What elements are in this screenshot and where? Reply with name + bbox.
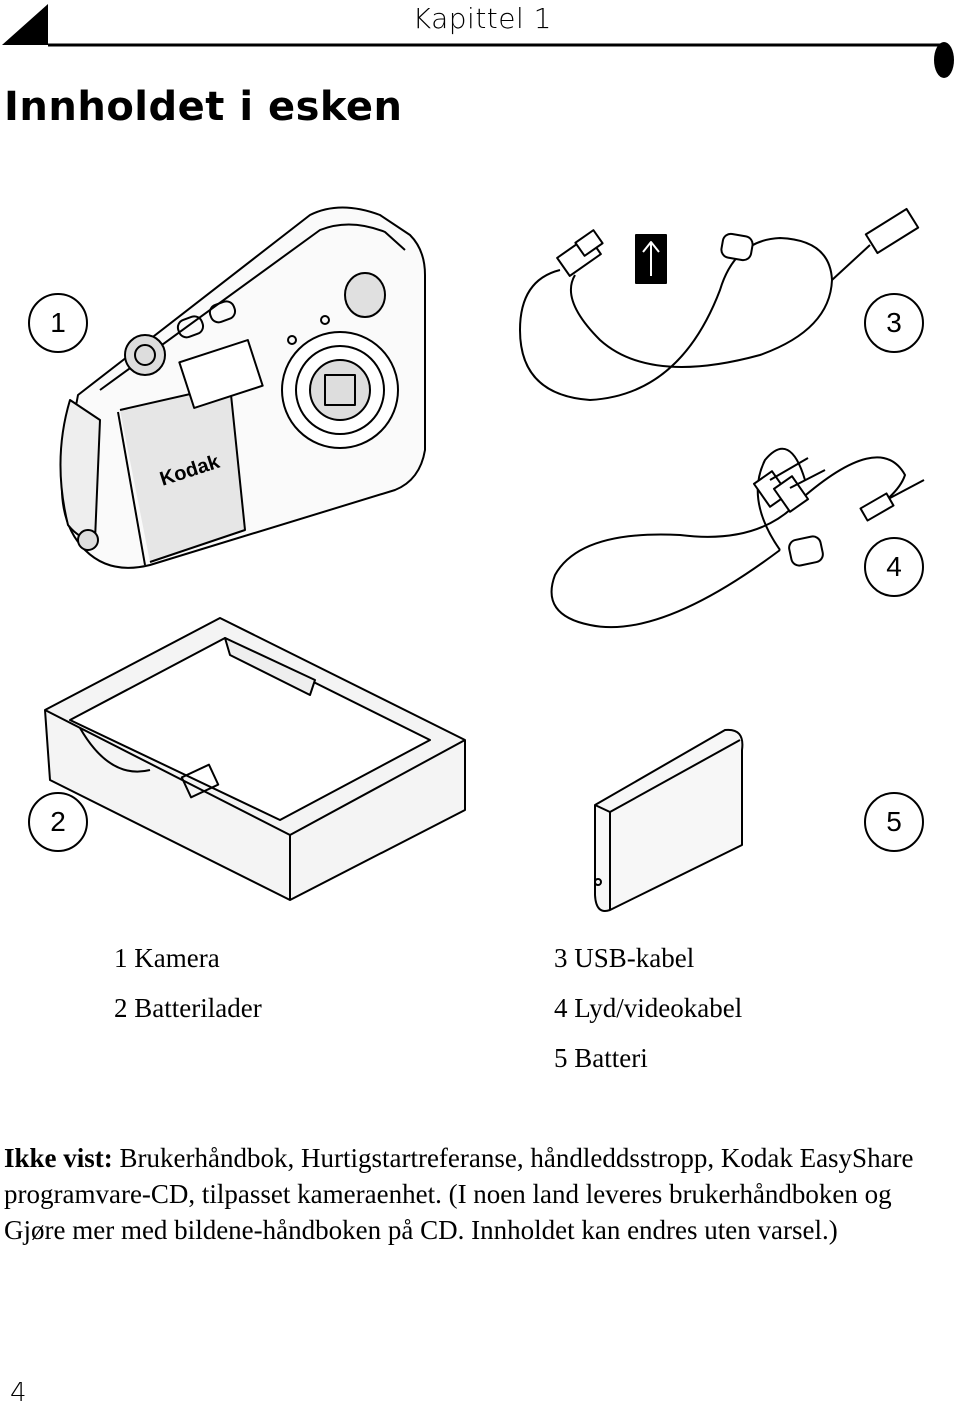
- callout-3: 3: [864, 293, 924, 353]
- usb-cable-illustration: [519, 207, 920, 401]
- callout-1: 1: [28, 293, 88, 353]
- camera-illustration: Kodak: [59, 206, 426, 569]
- legend-item: 4 Lyd/videokabel: [554, 993, 743, 1023]
- page-number: 4: [10, 1378, 27, 1408]
- legend-left: 1 Kamera 2 Batterilader: [114, 933, 262, 1033]
- callout-2: 2: [28, 792, 88, 852]
- legend-right: 3 USB-kabel 4 Lyd/videokabel 5 Batteri: [554, 933, 742, 1083]
- battery-illustration: [594, 728, 744, 912]
- legend-item: 3 USB-kabel: [554, 943, 695, 973]
- av-cable-illustration: [550, 447, 925, 629]
- not-shown-label: Ikke vist:: [4, 1143, 113, 1173]
- page-title: Innholdet i esken: [4, 84, 403, 130]
- legend-item: 2 Batterilader: [114, 993, 262, 1023]
- chapter-heading: Kapittel 1: [412, 2, 552, 35]
- box-contents-illustration: Kodak: [44, 206, 925, 912]
- callout-4: 4: [864, 537, 924, 597]
- legend-item: 1 Kamera: [114, 943, 220, 973]
- not-shown-text: Brukerhåndbok, Hurtigstartreferanse, hån…: [4, 1143, 914, 1245]
- legend-item: 5 Batteri: [554, 1043, 648, 1073]
- battery-charger-illustration: [44, 617, 466, 901]
- not-shown-note: Ikke vist: Brukerhåndbok, Hurtigstartref…: [4, 1140, 954, 1248]
- callout-5: 5: [864, 792, 924, 852]
- header-rule: [2, 4, 954, 78]
